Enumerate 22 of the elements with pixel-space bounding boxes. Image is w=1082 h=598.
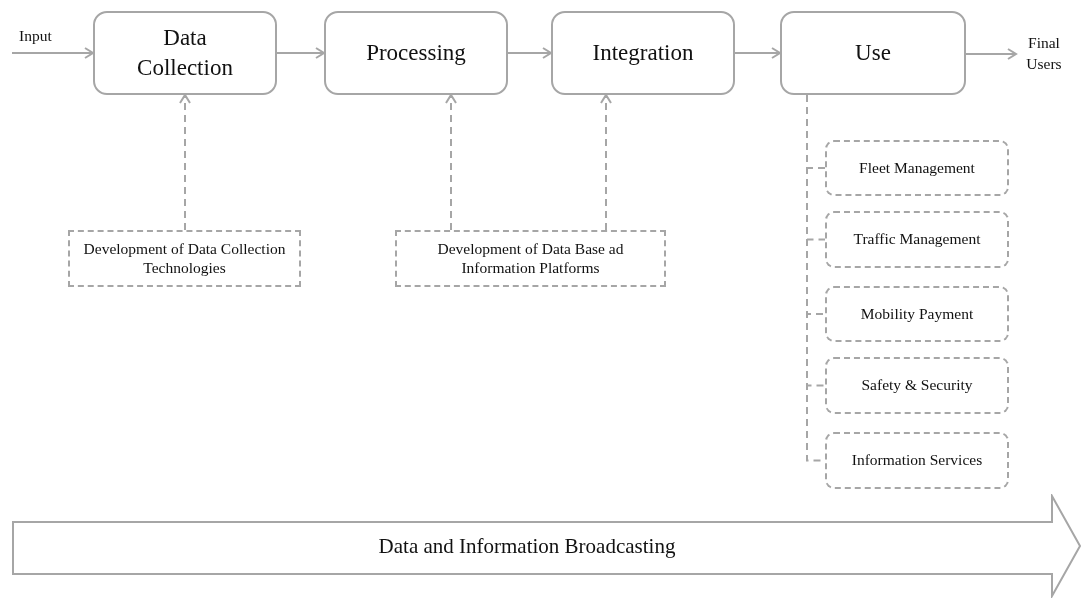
arrow bbox=[11, 47, 94, 59]
arrow bbox=[507, 47, 552, 59]
arrow bbox=[734, 47, 781, 59]
arrow bbox=[965, 48, 1017, 60]
dashed-box: Development of Data Collection Technologies bbox=[68, 230, 301, 287]
dashed-rounded-box: Information Services bbox=[825, 432, 1009, 489]
arrow bbox=[179, 94, 191, 231]
arrow bbox=[445, 94, 457, 231]
dashed-rounded-box: Mobility Payment bbox=[825, 286, 1009, 342]
process-box: Use bbox=[780, 11, 966, 95]
dashed-rounded-box: Traffic Management bbox=[825, 211, 1009, 268]
dashed-rounded-box: Safety & Security bbox=[825, 357, 1009, 414]
process-box: Processing bbox=[324, 11, 508, 95]
end-label: Final Users bbox=[1016, 33, 1072, 75]
arrow bbox=[276, 47, 325, 59]
process-box: Data Collection bbox=[93, 11, 277, 95]
arrow-label: Data and Information Broadcasting bbox=[378, 533, 676, 559]
dashed-rounded-box: Fleet Management bbox=[825, 140, 1009, 196]
broadcast-arrow bbox=[12, 494, 1082, 598]
process-box: Integration bbox=[551, 11, 735, 95]
arrow bbox=[600, 94, 612, 231]
dashed-box: Development of Data Base ad Information Platforms bbox=[395, 230, 666, 287]
